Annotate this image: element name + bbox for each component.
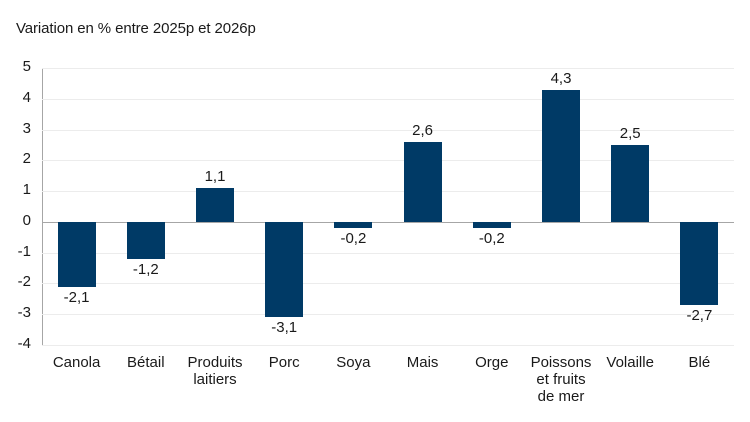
bar [196, 188, 234, 222]
y-tick-label: -2 [17, 273, 31, 291]
gridline [42, 283, 734, 284]
bar [542, 89, 580, 222]
x-category-label: Soya [336, 354, 371, 371]
x-category-label: Canola [52, 354, 101, 371]
value-label: -0,2 [340, 230, 367, 248]
gridline [42, 191, 734, 192]
y-tick-label: -1 [17, 242, 31, 260]
value-label: 1,1 [204, 168, 226, 186]
gridline [42, 68, 734, 69]
plot-area: -2,1 -1,2 1,1 -3,1 -0,2 2,6 -0,2 4,3 2,5 -2,7 [42, 68, 734, 346]
gridline [42, 130, 734, 131]
x-category-label: Blé [688, 354, 711, 371]
y-axis-line [42, 68, 43, 345]
value-label: -0,2 [478, 230, 505, 248]
y-tick-label: 0 [22, 211, 31, 229]
y-tick-label: -3 [17, 304, 31, 322]
bar [472, 221, 511, 229]
x-category-label: Mais [406, 354, 439, 371]
chart-title: Variation en % entre 2025p et 2026p [16, 20, 256, 37]
gridline [42, 99, 734, 100]
value-label: 2,5 [619, 124, 641, 142]
y-tick-label: 1 [22, 181, 31, 199]
value-label: 4,3 [550, 69, 572, 87]
bar [403, 141, 442, 222]
y-tick-label: 5 [22, 58, 31, 75]
x-category-label: Porc [268, 354, 300, 371]
bar [126, 221, 165, 259]
y-tick-label: 4 [22, 88, 31, 106]
x-category-label: Orge [475, 354, 509, 371]
x-category-label: Volaille [606, 354, 654, 371]
bar [57, 221, 96, 287]
y-tick-label: -4 [17, 335, 31, 352]
gridline [42, 314, 734, 315]
bar [611, 144, 650, 222]
x-category-label: Produits laitiers [187, 354, 243, 388]
gridline [42, 345, 734, 346]
value-label: -2,1 [63, 288, 90, 306]
gridline [42, 160, 734, 161]
value-label: -2,7 [686, 306, 713, 324]
bar [265, 221, 304, 318]
y-tick-label: 2 [22, 150, 31, 168]
zero-line [42, 222, 734, 223]
value-label: -3,1 [271, 319, 298, 337]
gridline [42, 253, 734, 254]
x-category-label: Bétail [127, 354, 165, 371]
value-label: -1,2 [132, 260, 159, 278]
value-label: 2,6 [412, 121, 434, 139]
x-category-label: Poissons et fruits de mer [530, 354, 592, 405]
bar [334, 221, 373, 229]
y-tick-label: 3 [22, 119, 31, 137]
bar [680, 221, 719, 305]
